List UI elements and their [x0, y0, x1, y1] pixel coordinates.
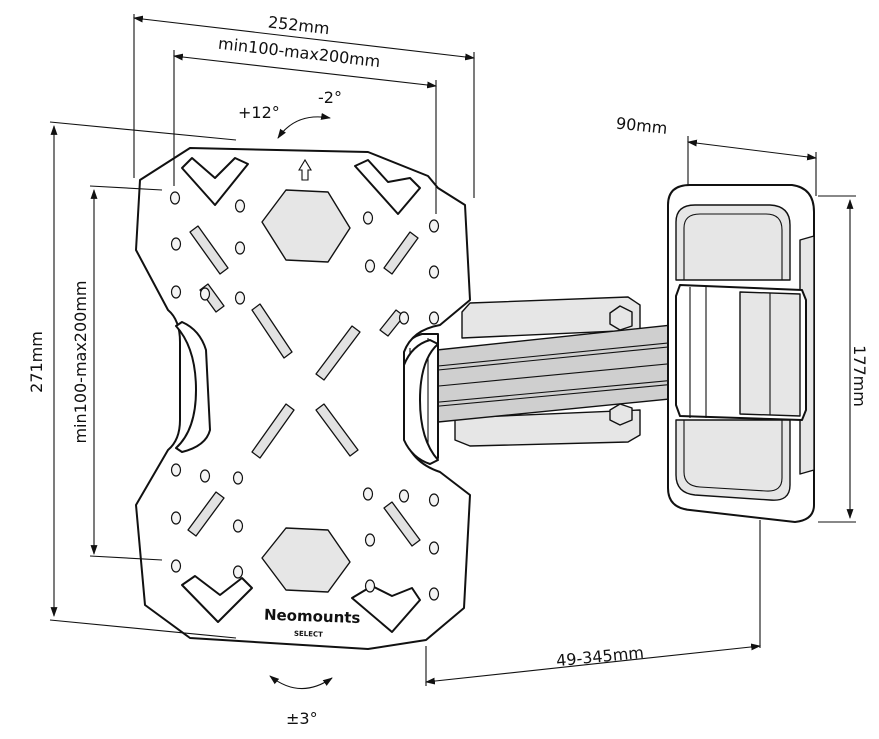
tilt-down-label: -2°	[318, 88, 342, 107]
rotation-label: ±3°	[286, 709, 318, 728]
vesa-plate: Neomounts SELECT	[135, 147, 471, 650]
extension-label: 49-345mm	[555, 643, 644, 670]
tilt-up-label: +12°	[238, 103, 280, 122]
articulating-arm	[397, 296, 741, 461]
dimension-lines	[49, 14, 856, 686]
plate-height-label: 271mm	[27, 331, 46, 393]
brand-line-text: SELECT	[294, 630, 323, 639]
wall-plate-height-label: 177mm	[850, 345, 869, 407]
wall-plate-width-label: 90mm	[615, 114, 668, 138]
tilt-arrow	[277, 113, 331, 139]
brand-logo-text: Neomounts	[264, 606, 361, 627]
vertical-spacing-label: min100-max200mm	[71, 280, 90, 443]
horizontal-spacing-label: min100-max200mm	[217, 34, 381, 71]
rotation-arrow	[269, 675, 333, 690]
mounting-holes	[169, 191, 440, 601]
wall-plate	[667, 184, 815, 523]
